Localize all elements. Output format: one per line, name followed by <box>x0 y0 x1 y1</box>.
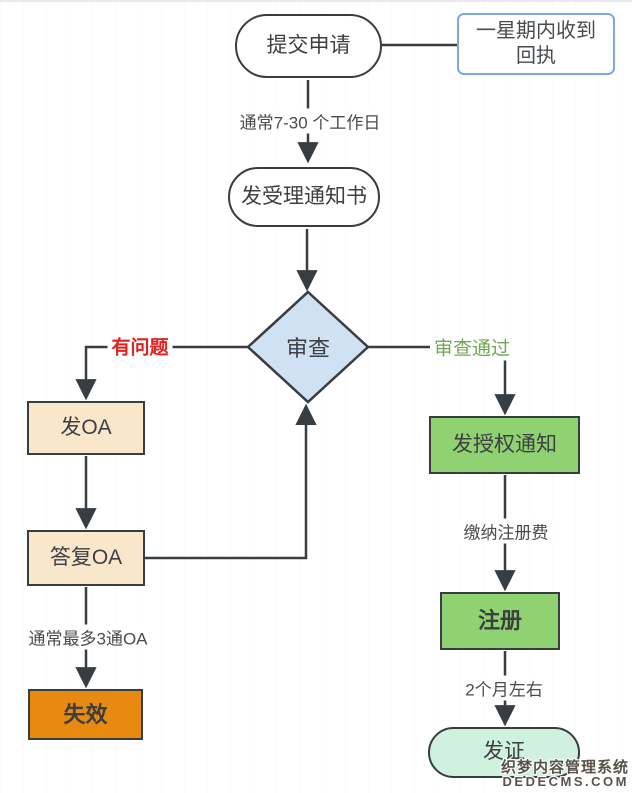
edge-label-has-problem: 有问题 <box>107 332 173 360</box>
node-grant-notice: 发授权通知 <box>429 416 580 474</box>
edge-label-max-oa: 通常最多3通OA <box>24 624 152 650</box>
node-review-label: 审查 <box>285 336 330 361</box>
edge-label-review-pass: 审查通过 <box>429 333 515 361</box>
node-reply-oa: 答复OA <box>27 530 145 586</box>
node-submit-application: 提交申请 <box>235 14 382 78</box>
watermark-domain: DEDECMS.COM <box>502 774 629 790</box>
edge-replyoa-to-review-loop <box>145 403 317 560</box>
watermark-cn: 织梦内容管理系统 <box>500 758 629 776</box>
top-divider <box>0 0 632 2</box>
watermark: 织梦内容管理系统 DEDECMS.COM <box>500 758 629 790</box>
node-issue-certificate: 发证 <box>428 727 580 778</box>
node-acceptance-notice: 发受理通知书 <box>228 167 380 227</box>
edge-label-two-months: 2个月左右 <box>461 675 547 701</box>
node-invalid: 失效 <box>28 689 143 740</box>
review-diamond-shape <box>246 290 370 404</box>
node-issue-oa: 发OA <box>27 401 145 455</box>
edge-review-to-issueoa <box>75 345 248 401</box>
node-receipt-note: 一星期内收到回执 <box>457 13 615 75</box>
edge-label-pay-fee: 缴纳注册费 <box>459 518 553 544</box>
node-register: 注册 <box>440 592 560 650</box>
edge-label-working-days: 通常7-30 个工作日 <box>235 108 385 134</box>
